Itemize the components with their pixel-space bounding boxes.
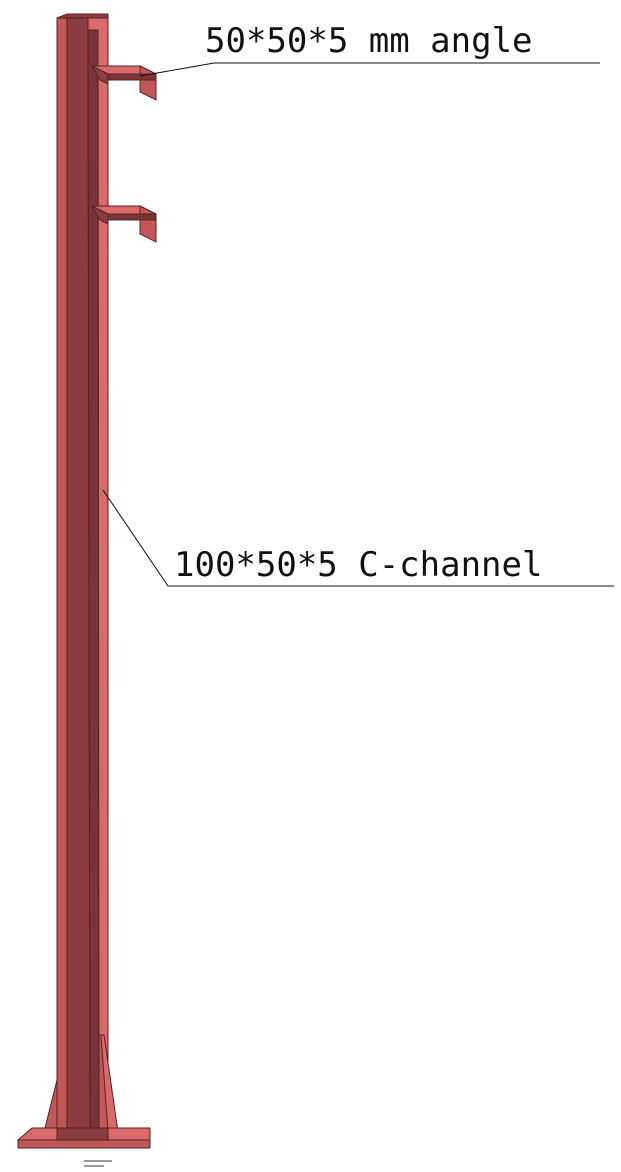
edge-line: [87, 17, 91, 1143]
angle-under-face: [90, 204, 109, 225]
left-flange-face: [56, 17, 68, 1143]
angle-end-face: [107, 213, 157, 221]
leader-line-angle: [139, 62, 600, 77]
leader-line-channel: [102, 489, 614, 587]
c-channel-column: [56, 13, 109, 1143]
title-block-mark: [84, 1160, 112, 1162]
title-block: [84, 1160, 112, 1167]
angle-bracket-upper: [90, 64, 157, 101]
angle-vertical-face: [139, 65, 157, 101]
callout-channel: 100*50*5 C-channel: [102, 489, 614, 587]
label-channel: 100*50*5 C-channel: [174, 545, 542, 585]
gusset-left: [43, 1079, 58, 1133]
base-plate-edge: [17, 1139, 151, 1149]
base-assembly: [16, 1034, 151, 1149]
callout-angle: 50*50*5 mm angle: [139, 21, 600, 77]
angle-vertical-face: [139, 205, 157, 243]
web-face: [66, 17, 91, 1143]
column-foot: [56, 1127, 109, 1141]
column-top: [56, 13, 109, 19]
angle-under-face: [90, 64, 109, 85]
label-angle: 50*50*5 mm angle: [205, 21, 533, 61]
angle-bracket-lower: [90, 204, 157, 243]
title-block-mark: [84, 1165, 104, 1167]
